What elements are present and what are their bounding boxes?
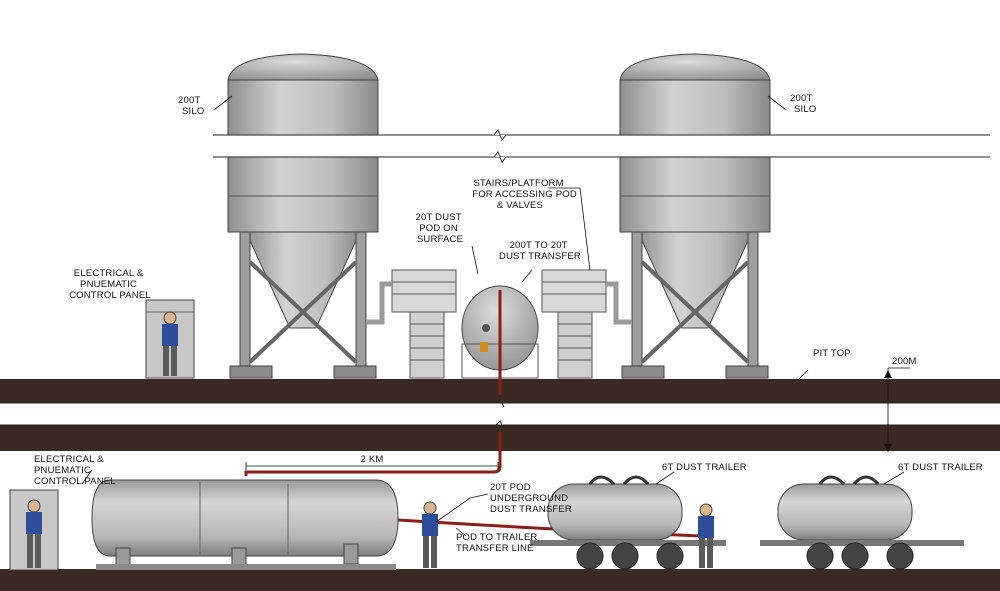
worker-trailer bbox=[698, 503, 714, 568]
worker-bottom-left bbox=[26, 499, 42, 568]
silo-break-lines bbox=[213, 129, 990, 163]
depth-arrow-bottom bbox=[884, 444, 892, 452]
silo-left bbox=[227, 53, 379, 379]
label-control-panel-top: ELECTRICAL & PNUEMATIC CONTROL PANEL bbox=[69, 268, 151, 301]
underground-pod bbox=[91, 479, 399, 570]
surface-platform-right bbox=[541, 269, 607, 379]
label-depth: 200M bbox=[892, 356, 917, 367]
silo-right bbox=[619, 53, 771, 379]
label-trailer-2: 6T DUST TRAILER bbox=[898, 462, 983, 473]
surface-platform-left bbox=[391, 269, 457, 379]
dust-trailer-2 bbox=[760, 475, 964, 570]
dust-trailer-1 bbox=[530, 475, 726, 570]
leader-lines bbox=[81, 95, 910, 537]
depth-arrow-top bbox=[884, 370, 892, 378]
connecting-pipes bbox=[366, 281, 632, 325]
label-stairs-platform: STAIRS/PLATFORM FOR ACCESSING POD & VALV… bbox=[472, 178, 580, 211]
worker-top bbox=[162, 311, 178, 376]
label-pod-underground: 20T POD UNDERGROUND DUST TRANSFER bbox=[490, 482, 572, 515]
label-pod-trailer-line: POD TO TRAILER TRANSFER LINE bbox=[456, 532, 540, 554]
depth-break bbox=[0, 398, 1000, 430]
label-silo-right: 200T SILO bbox=[790, 93, 816, 115]
worker-bottom-center bbox=[422, 501, 438, 568]
label-trailer-1: 6T DUST TRAILER bbox=[662, 462, 747, 473]
ground-floor-band bbox=[0, 569, 1000, 591]
label-distance: 2 KM bbox=[361, 454, 384, 465]
label-pit-top: PIT TOP bbox=[813, 348, 851, 359]
label-dust-pod-surface: 20T DUST POD ON SURFACE bbox=[416, 212, 465, 245]
label-200t-to-20t-transfer: 200T TO 20T DUST TRANSFER bbox=[499, 240, 581, 262]
label-silo-left: 200T SILO bbox=[178, 95, 204, 117]
label-control-panel-bottom: ELECTRICAL & PNUEMATIC CONTROL PANEL bbox=[34, 454, 116, 487]
